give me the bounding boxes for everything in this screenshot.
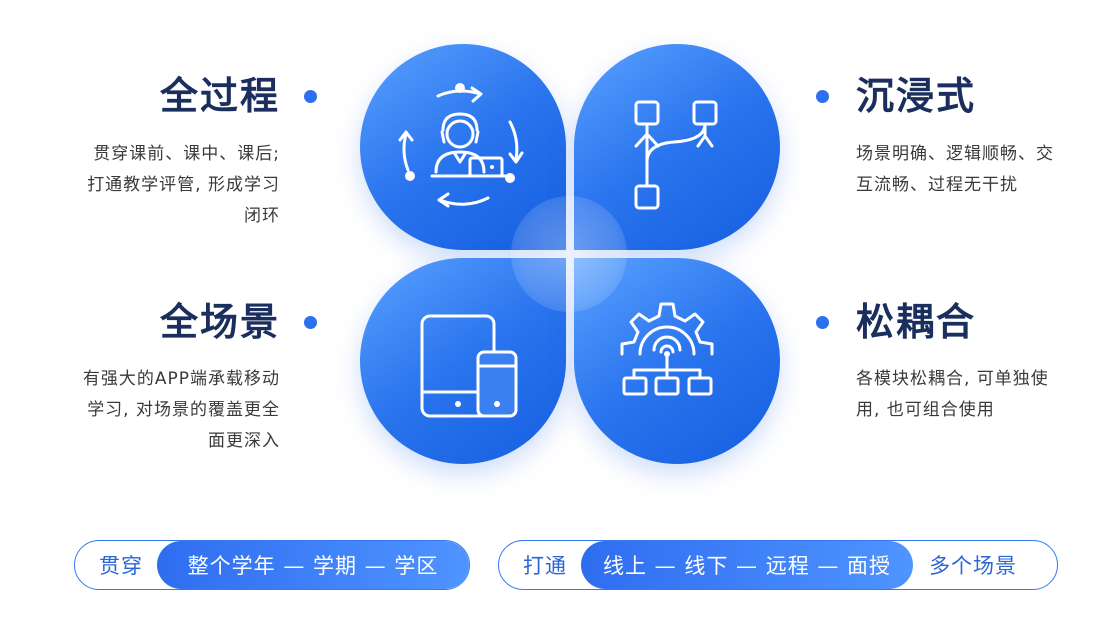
feature-desc-full-scene: 有强大的APP端承载移动 学习, 对场景的覆盖更全 面更深入	[82, 369, 280, 451]
bullet-dot	[816, 316, 829, 329]
petal-bottom-right	[574, 258, 780, 464]
pill-throughout: 贯穿 整个学年 — 学期 — 学区	[74, 540, 470, 590]
feature-title-full-process: 全过程	[159, 74, 280, 118]
tablet-phone-icon	[360, 258, 566, 464]
pill-prefix: 打通	[523, 554, 567, 578]
feature-title-full-scene: 全场景	[159, 300, 280, 344]
feature-desc-loose-coupling: 各模块松耦合, 可单独使 用, 也可组合使用	[856, 369, 1049, 420]
teacher-cycle-icon	[360, 44, 566, 250]
feature-title-loose-coupling: 松耦合	[856, 300, 977, 344]
center-glow	[511, 196, 627, 312]
feature-title-immersive: 沉浸式	[856, 74, 977, 118]
bullet-dot	[304, 90, 317, 103]
pill-suffix: 多个场景	[929, 554, 1018, 578]
pill-main: 整个学年 — 学期 — 学区	[157, 541, 469, 589]
gear-module-icon	[574, 258, 780, 464]
petal-top-right	[574, 44, 780, 250]
feature-desc-full-process: 贯穿课前、课中、课后; 打通教学评管, 形成学习 闭环	[87, 144, 280, 226]
pill-main: 线上 — 线下 — 远程 — 面授	[581, 541, 914, 589]
bullet-dot	[304, 316, 317, 329]
pill-connect: 打通 线上 — 线下 — 远程 — 面授 多个场景	[498, 540, 1058, 590]
bullet-dot	[816, 90, 829, 103]
pill-prefix: 贯穿	[99, 554, 143, 578]
flow-branch-icon	[574, 44, 780, 250]
feature-desc-immersive: 场景明确、逻辑顺畅、交 互流畅、过程无干扰	[856, 144, 1054, 195]
petal-bottom-left	[360, 258, 566, 464]
